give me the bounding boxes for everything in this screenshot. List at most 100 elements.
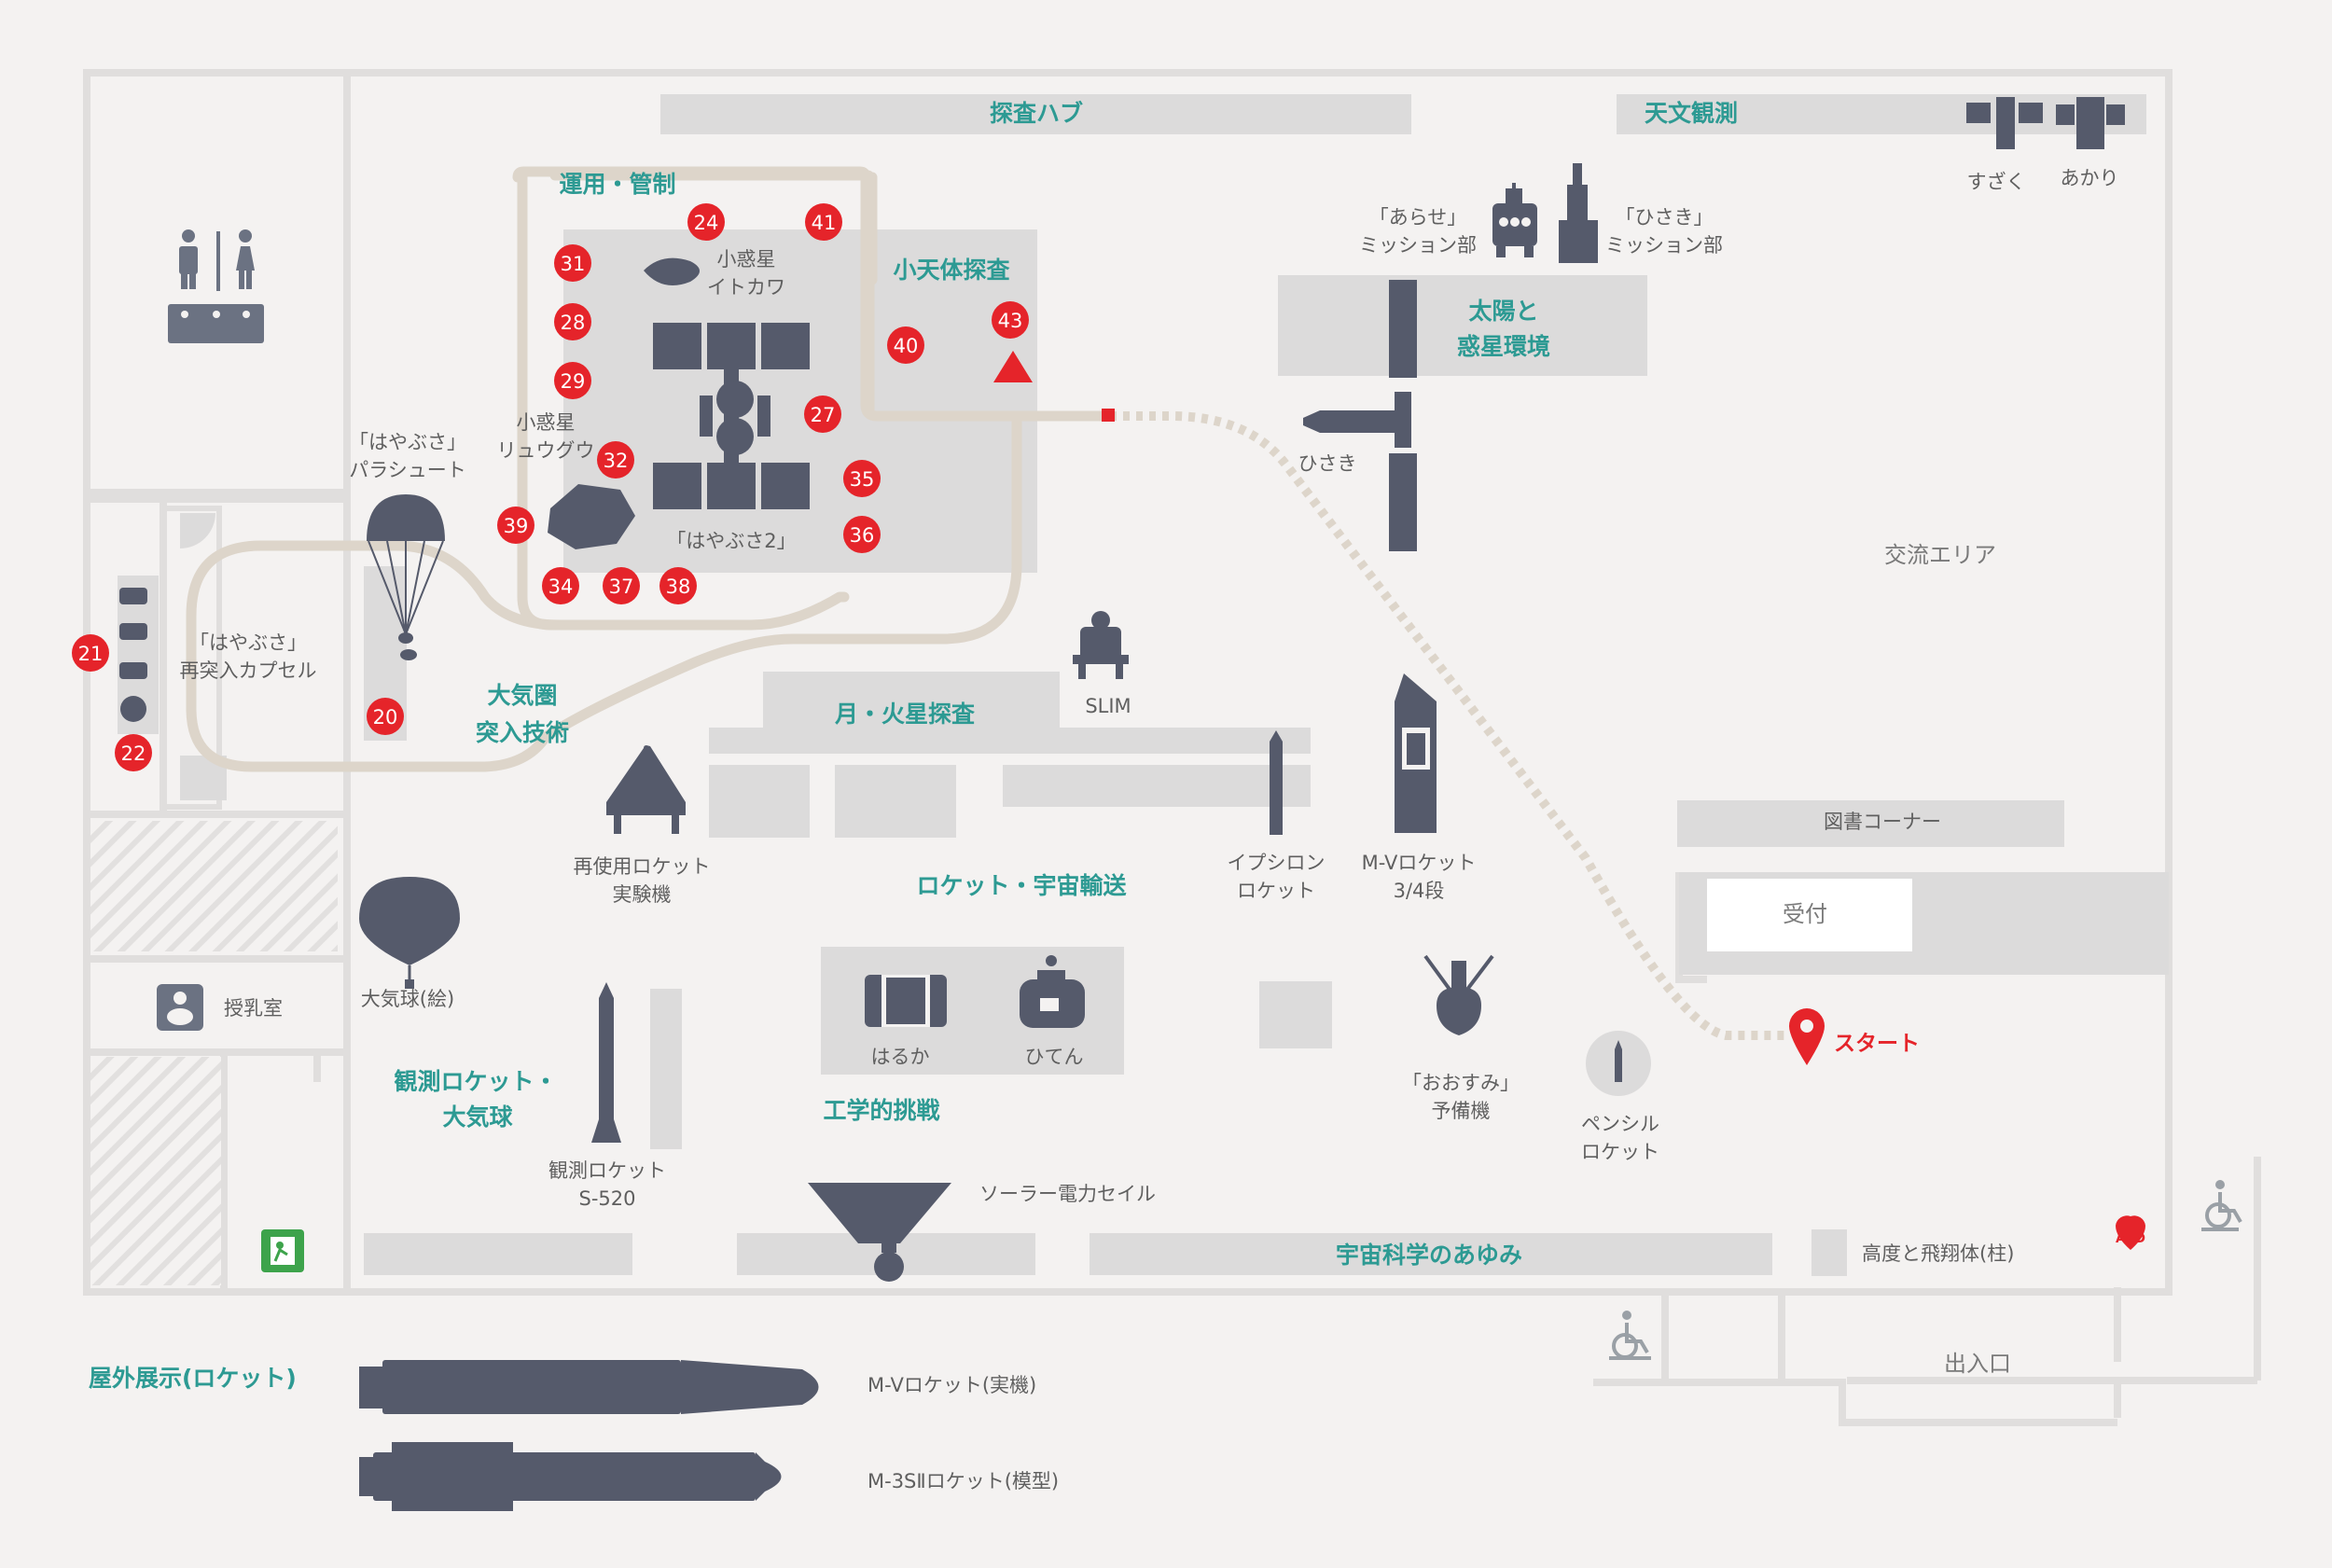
hiten-label: ひてん [1024, 1046, 1084, 1068]
hayabusa2-arrow-icon [993, 351, 1033, 382]
epsilon-label: イプシロンロケット [1227, 852, 1326, 903]
marker-21[interactable]: 21 [77, 643, 104, 665]
marker-41[interactable]: 41 [811, 212, 837, 234]
hiten-satellite-icon [1020, 955, 1085, 1028]
hisaki-satellite-icon [1303, 280, 1417, 551]
altitude-label: 高度と飛翔体(柱) [1862, 1242, 2015, 1265]
pencil-label: ペンシルロケット [1581, 1113, 1659, 1164]
marker-22[interactable]: 22 [120, 742, 146, 765]
marker-40[interactable]: 40 [893, 335, 919, 357]
marker-37[interactable]: 37 [608, 576, 634, 598]
arase-instrument-icon [1492, 183, 1537, 257]
exhibit-markers[interactable] [72, 203, 1029, 771]
section-solar-title-2: 惑星環境 [1456, 333, 1551, 360]
hayabusa2-spacecraft-icon [653, 323, 810, 509]
suzaku-satellite-icon [1966, 97, 2043, 149]
start-pin-icon[interactable] [1789, 1008, 1825, 1065]
marker-36[interactable]: 36 [849, 524, 875, 547]
arase-label: 「あらせ」ミッション部 [1359, 206, 1477, 257]
section-rocket-title: ロケット・宇宙輸送 [916, 872, 1127, 899]
balloon-label: 大気球(絵) [360, 988, 455, 1010]
marker-20[interactable]: 20 [372, 706, 398, 728]
reusable-rocket-icon [606, 745, 686, 834]
accessible-facilities-icon [168, 304, 264, 343]
section-ops-title: 運用・管制 [559, 171, 676, 198]
start-label[interactable]: スタート [1834, 1032, 1920, 1056]
marker-24[interactable]: 24 [693, 212, 719, 234]
osumi-label: 「おおすみ」予備機 [1402, 1072, 1520, 1123]
marker-28[interactable]: 28 [560, 312, 586, 334]
ryugu-label: 小惑星リュウグウ [496, 411, 595, 463]
wheelchair-icon [2201, 1180, 2242, 1231]
nursing-room-label: 授乳室 [224, 997, 283, 1020]
m3s-rocket-model-icon [359, 1442, 782, 1511]
solar-sail-label: ソーラー電力セイル [979, 1183, 1156, 1205]
s520-rocket-icon [591, 982, 621, 1143]
reusable-rocket-label: 再使用ロケット実験機 [573, 855, 711, 907]
parachute-label: 「はやぶさ」パラシュート [349, 431, 466, 482]
dotted-path [1110, 411, 1786, 1040]
section-hub-title: 探査ハブ [989, 100, 1084, 127]
section-solar-title-1: 太陽と [1468, 298, 1539, 325]
mv-rocket-real-icon [359, 1360, 819, 1414]
section-outdoor-title: 屋外展示(ロケット) [89, 1365, 297, 1392]
tour-route [186, 166, 1111, 772]
capsule-label: 「はやぶさ」再突入カプセル [179, 631, 317, 683]
section-sounding-title-2: 大気球 [442, 1103, 513, 1131]
mv-real-label: M-Vロケット(実機) [868, 1374, 1037, 1396]
section-small-body-title: 小天体探査 [893, 257, 1010, 284]
aed-label: AED [2115, 1231, 2146, 1246]
ryugu-asteroid-icon [548, 484, 635, 549]
hatched-area-bottom [90, 1057, 221, 1285]
aed-icon [2116, 1215, 2145, 1250]
section-sounding-title-1: 観測ロケット・ [394, 1068, 558, 1095]
slim-label: SLIM [1085, 695, 1131, 717]
m3s-label: M-3SⅡロケット(模型) [868, 1470, 1060, 1492]
wheelchair-icon-2 [1609, 1311, 1651, 1360]
reception-desk [1707, 879, 1912, 951]
epsilon-rocket-icon [1270, 730, 1283, 835]
toilet-sign [179, 229, 255, 291]
itokawa-asteroid-icon [644, 257, 700, 285]
balloon-icon [359, 877, 460, 989]
haruka-label: はるか [870, 1046, 930, 1068]
marker-27[interactable]: 27 [810, 404, 836, 426]
entrance-label: 出入口 [1944, 1351, 2011, 1377]
marker-32[interactable]: 32 [603, 450, 629, 472]
section-exchange-title: 交流エリア [1884, 542, 1996, 568]
akari-label: あかり [2060, 167, 2119, 189]
itokawa-label: 小惑星イトカワ [707, 248, 785, 299]
marker-35[interactable]: 35 [849, 468, 875, 491]
section-moon-mars-title: 月・火星探査 [834, 701, 976, 728]
hatched-area-top [90, 821, 338, 951]
hisaki-telescope-icon [1559, 163, 1598, 263]
section-history-title: 宇宙科学のあゆみ [1335, 1242, 1523, 1269]
suzaku-label: すざく [1966, 171, 2026, 193]
marker-29[interactable]: 29 [560, 370, 586, 393]
akari-satellite-icon [2056, 97, 2125, 149]
section-atmos-title-1: 大気圏 [487, 682, 558, 709]
mv-rocket-icon [1395, 673, 1437, 833]
parachute-icon [367, 494, 445, 660]
osumi-satellite-icon [1423, 954, 1494, 1035]
hisaki-mission-label: 「ひさき」ミッション部 [1605, 206, 1723, 257]
marker-43[interactable]: 43 [997, 310, 1023, 332]
slim-lander-icon [1073, 611, 1129, 679]
haruka-satellite-icon [865, 975, 947, 1027]
capsule-display-icon [119, 588, 147, 722]
section-library-title: 図書コーナー [1824, 811, 1941, 833]
section-atmos-title-2: 突入技術 [475, 719, 570, 746]
section-engineering-title: 工学的挑戦 [823, 1097, 940, 1124]
marker-38[interactable]: 38 [665, 576, 691, 598]
hayabusa2-label: 「はやぶさ2」 [666, 530, 797, 552]
section-astronomy-title: 天文観測 [1644, 100, 1739, 127]
marker-34[interactable]: 34 [548, 576, 574, 598]
section-reception-title: 受付 [1783, 901, 1827, 927]
marker-39[interactable]: 39 [503, 515, 529, 537]
hisaki-label: ひさき [1298, 452, 1357, 475]
solar-sail-icon [808, 1183, 951, 1282]
marker-31[interactable]: 31 [560, 253, 586, 275]
